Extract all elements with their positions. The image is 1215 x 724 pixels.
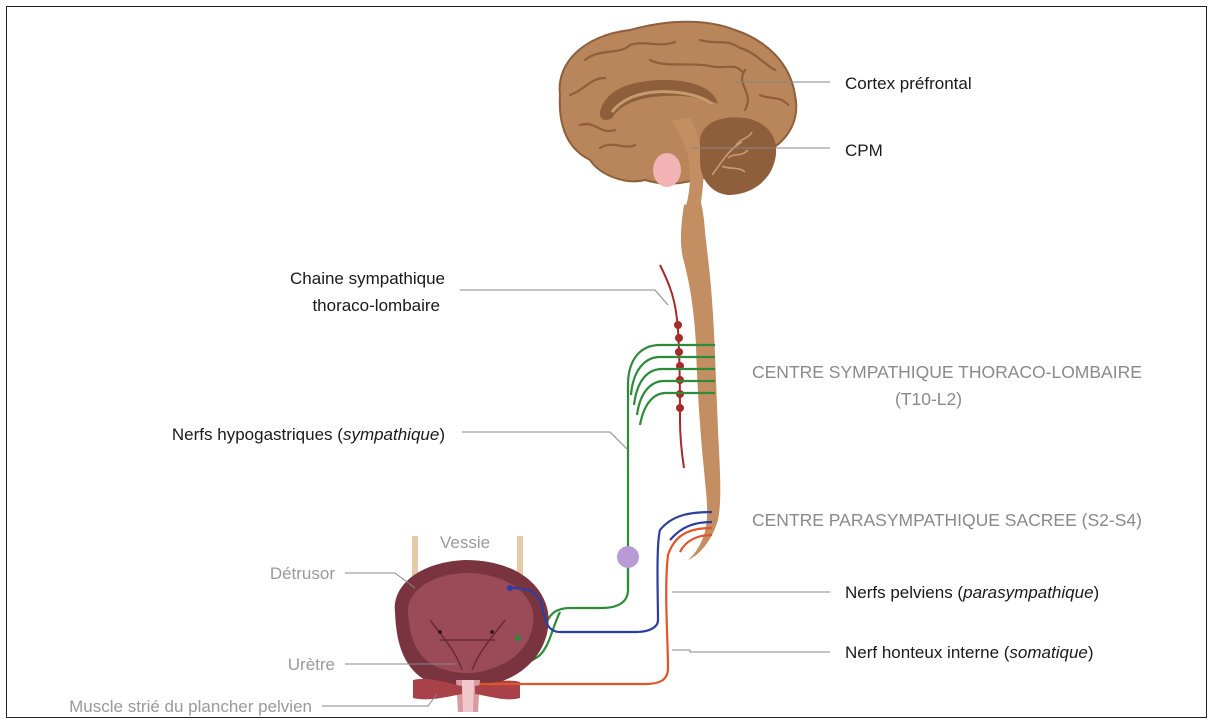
label-nerfs-hypogastriques-italic: sympathique bbox=[343, 425, 439, 444]
label-nerfs-pelviens-text: Nerfs pelviens ( bbox=[845, 583, 963, 602]
bladder bbox=[395, 536, 549, 712]
cpm-region bbox=[653, 153, 681, 187]
pelvic-ganglion bbox=[617, 546, 639, 568]
label-nerfs-hypogastriques-text: Nerfs hypogastriques ( bbox=[172, 425, 343, 444]
ganglion bbox=[676, 404, 684, 412]
label-nerfs-hypogastriques: Nerfs hypogastriques (sympathique) bbox=[172, 425, 445, 444]
label-uretre: Urètre bbox=[288, 655, 335, 674]
label-nerf-honteux-text: Nerf honteux interne ( bbox=[845, 643, 1010, 662]
label-centre-sympathique-line1: CENTRE SYMPATHIQUE THORACO-LOMBAIRE bbox=[752, 362, 1142, 382]
label-centre-sympathique-line2: (T10-L2) bbox=[895, 389, 962, 409]
label-muscle-strie: Muscle strié du plancher pelvien bbox=[69, 697, 312, 716]
label-nerf-honteux-close: ) bbox=[1088, 643, 1094, 662]
label-nerfs-pelviens-close: ) bbox=[1094, 583, 1100, 602]
cerebellum bbox=[700, 117, 776, 195]
label-nerfs-pelviens-italic: parasympathique bbox=[962, 583, 1093, 602]
ganglion bbox=[675, 348, 683, 356]
label-centre-parasympathique: CENTRE PARASYMPATHIQUE SACREE (S2-S4) bbox=[752, 510, 1142, 530]
ganglion bbox=[675, 334, 683, 342]
label-cortex-prefrontal: Cortex préfrontal bbox=[845, 74, 972, 93]
label-chaine-line1: Chaine sympathique bbox=[290, 269, 445, 288]
label-nerf-honteux-italic: somatique bbox=[1009, 643, 1087, 662]
brain bbox=[560, 22, 797, 218]
ganglion bbox=[674, 321, 682, 329]
label-vessie: Vessie bbox=[440, 533, 490, 552]
label-nerfs-pelviens: Nerfs pelviens (parasympathique) bbox=[845, 583, 1099, 602]
label-nerf-honteux: Nerf honteux interne (somatique) bbox=[845, 643, 1094, 662]
label-chaine-line2: thoraco-lombaire bbox=[312, 296, 440, 315]
label-cpm: CPM bbox=[845, 141, 883, 160]
label-detrusor: Détrusor bbox=[270, 564, 336, 583]
label-nerfs-hypogastriques-close: ) bbox=[439, 425, 445, 444]
